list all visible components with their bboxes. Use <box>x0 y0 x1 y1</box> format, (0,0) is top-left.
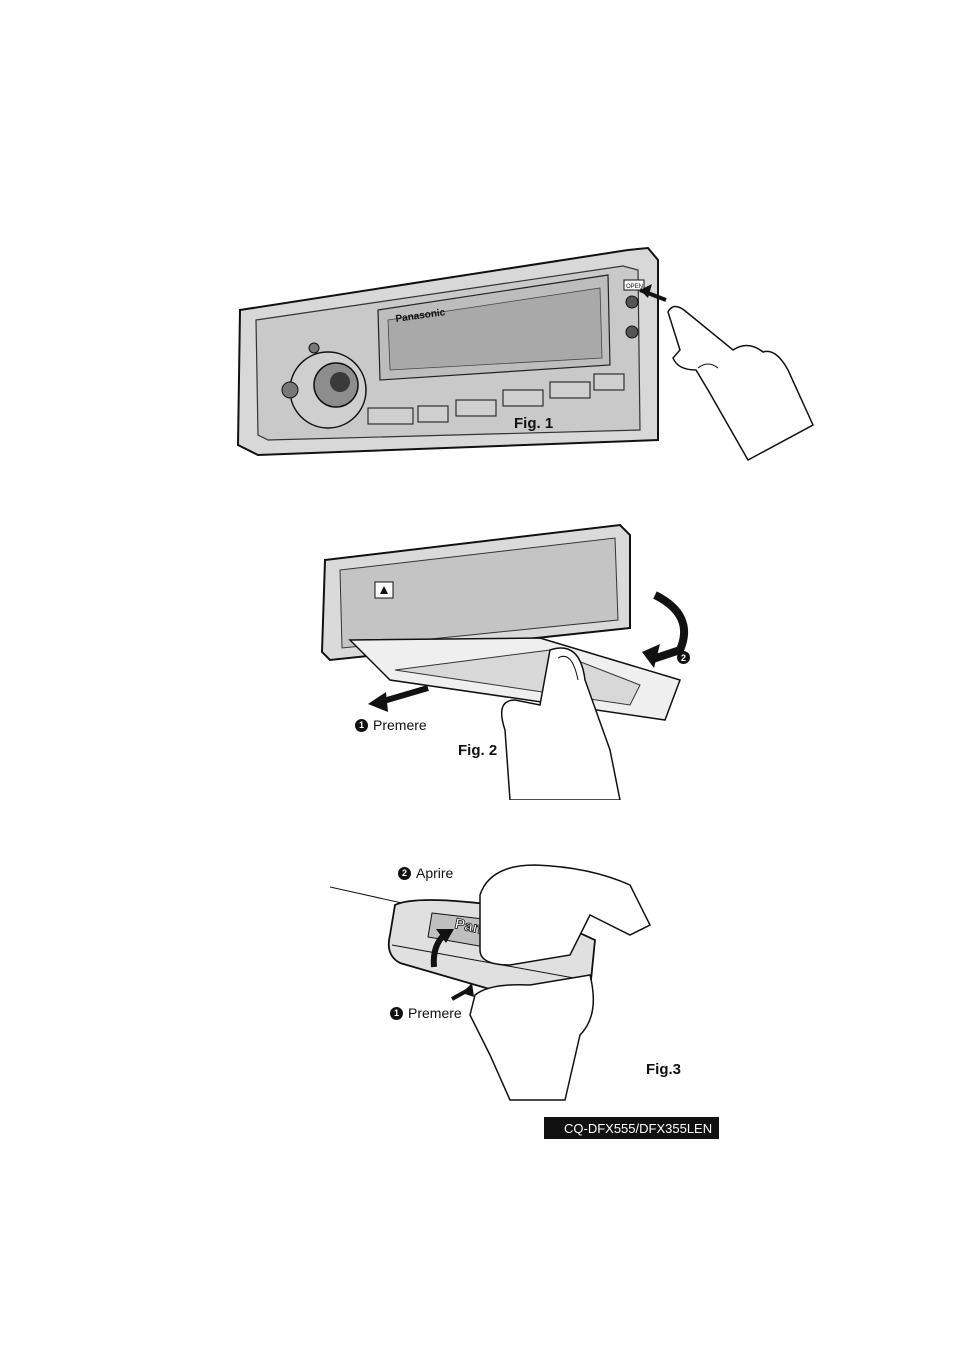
figure-1: Panasonic OPEN Fig. 1 <box>228 240 818 465</box>
step-number-badge: 2 <box>398 867 411 880</box>
fig2-step-2: 2 <box>677 651 690 664</box>
figure-3: Panasonic 2 Aprire 1 Premere Fig.3 <box>330 855 720 1110</box>
faceplate-removal-illustration <box>310 520 710 800</box>
fig3-step-1: 1 Premere <box>390 1005 462 1021</box>
figure-2: 1 Premere 2 Fig. 2 <box>310 520 710 800</box>
fig2-step-1-label: Premere <box>373 717 427 733</box>
model-number: CQ-DFX555/DFX355LEN <box>564 1121 712 1136</box>
step-number-badge: 1 <box>390 1007 403 1020</box>
fig2-title: Fig. 2 <box>458 742 497 759</box>
step-number-badge: 1 <box>355 719 368 732</box>
fig3-title: Fig.3 <box>646 1061 681 1078</box>
model-number-bar: CQ-DFX555/DFX355LEN <box>544 1117 719 1139</box>
fig2-step-1: 1 Premere <box>355 717 427 733</box>
fig3-step-2-label: Aprire <box>416 865 453 881</box>
fig3-step-1-label: Premere <box>408 1005 462 1021</box>
step-number-badge: 2 <box>677 651 690 664</box>
fig1-title: Fig. 1 <box>514 415 553 432</box>
fig3-step-2: 2 Aprire <box>398 865 453 881</box>
